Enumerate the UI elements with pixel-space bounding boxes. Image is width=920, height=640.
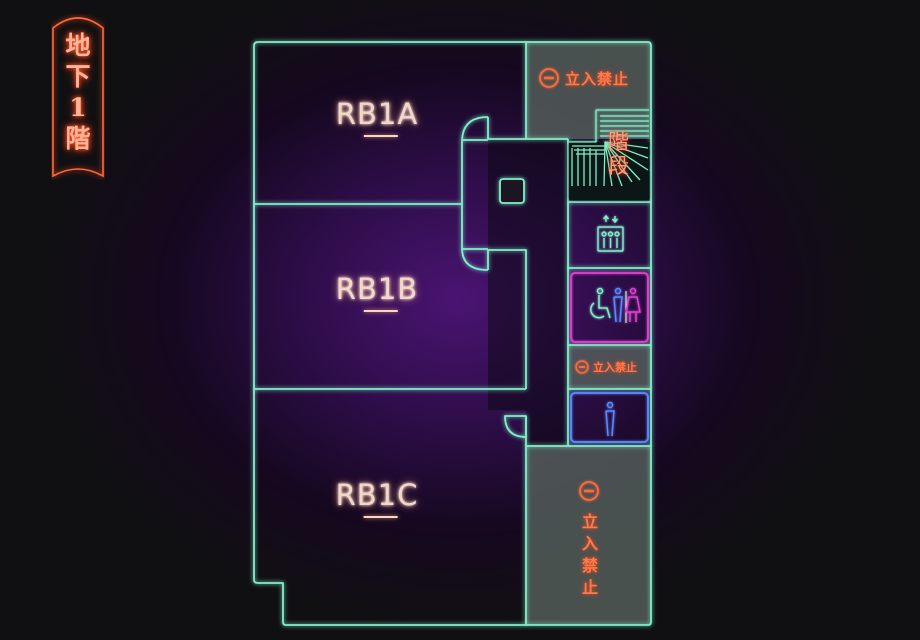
floor-label-char: 下 xyxy=(65,62,91,91)
room-label-suffix: B xyxy=(397,272,419,306)
floor-label: 地 下 1 階 xyxy=(51,30,105,154)
door-arc-lower xyxy=(504,415,527,438)
outer-wall xyxy=(253,41,652,626)
room-label-main: RB xyxy=(335,272,378,306)
room-label-main: RB xyxy=(335,97,378,131)
stairs-label: 階 段 xyxy=(608,130,629,178)
accessible-restroom-icon xyxy=(570,272,649,343)
room-label-number: 1 xyxy=(377,272,398,306)
column xyxy=(499,178,525,204)
restricted-zone-bottom xyxy=(526,446,651,625)
no-entry-char: 禁 xyxy=(581,556,598,575)
no-entry-char: 止 xyxy=(581,578,598,597)
stairs-icon xyxy=(569,109,649,200)
mens-restroom-icon xyxy=(570,392,649,443)
room-label-number: 1 xyxy=(377,478,398,512)
no-entry-label-top: 立入禁止 xyxy=(565,70,630,88)
floor-label-char: 地 xyxy=(65,31,91,60)
door-arc-upper xyxy=(461,116,489,271)
floor-label-char: 1 xyxy=(69,93,87,122)
no-entry-icon xyxy=(575,360,589,374)
room-label-rb1a: RB1A xyxy=(335,97,419,137)
room-label-underline xyxy=(363,516,398,518)
elevator-icon xyxy=(597,214,624,252)
no-entry-label-bottom: 立 入 禁 止 xyxy=(579,511,601,599)
stairs-label-char: 階 xyxy=(608,130,629,154)
room-label-number: 1 xyxy=(377,97,398,131)
stairs-label-char: 段 xyxy=(608,154,629,178)
no-entry-char: 入 xyxy=(581,534,598,553)
room-label-rb1b: RB1B xyxy=(335,272,419,312)
no-entry-icon xyxy=(539,68,559,88)
room-label-suffix: C xyxy=(397,478,419,512)
no-entry-icon xyxy=(579,481,599,501)
corridor-wall-left xyxy=(487,249,527,389)
restricted-zone-top xyxy=(526,42,651,139)
no-entry-label-middle: 立入禁止 xyxy=(593,361,637,374)
room-label-main: RB xyxy=(335,478,378,512)
room-label-underline xyxy=(363,310,398,312)
room-label-suffix: A xyxy=(397,97,419,131)
floor-label-char: 階 xyxy=(65,124,91,153)
no-entry-char: 立 xyxy=(581,512,598,531)
corridor xyxy=(488,140,568,446)
room-label-underline xyxy=(363,135,398,137)
room-label-rb1c: RB1C xyxy=(335,478,419,518)
floor-banner xyxy=(52,17,104,178)
